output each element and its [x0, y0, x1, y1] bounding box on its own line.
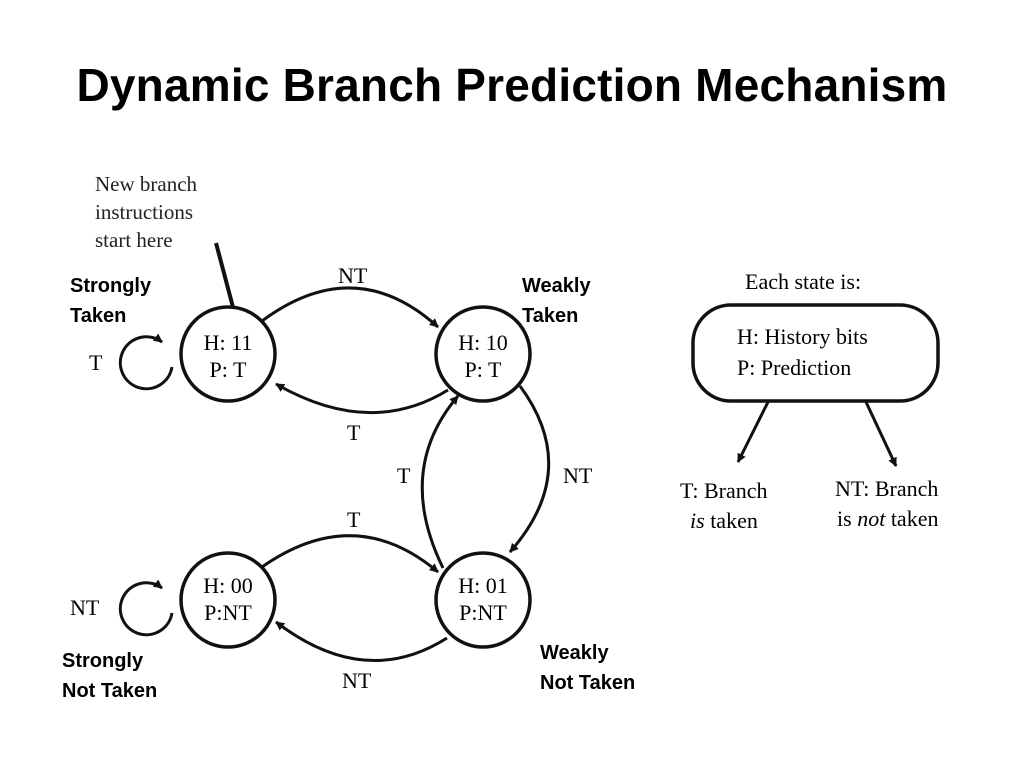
state-prediction: P:NT [459, 600, 507, 625]
arrow-s10-to-s01 [508, 385, 551, 553]
state-s01: H: 01 P:NT [434, 551, 532, 649]
state-circle [179, 305, 277, 403]
label-s01-to-s00: NT [342, 668, 372, 693]
legend-not-taken-line1: NT: Branch [835, 476, 938, 501]
state-s10: H: 10 P: T [434, 305, 532, 403]
state-prediction: P:NT [204, 600, 252, 625]
state-history: H: 00 [203, 573, 253, 598]
legend-not-taken-line2: is not taken [837, 506, 938, 531]
label-weakly-not-taken: Weakly Not Taken [540, 638, 635, 698]
label-strongly-taken: Strongly Taken [70, 271, 151, 331]
transition-labels: NT T NT T T NT T NT [70, 263, 593, 693]
label-line: Not Taken [62, 680, 158, 702]
legend-box [691, 303, 940, 403]
note-line: New branch [95, 172, 198, 196]
label-s11-to-s10: NT [338, 263, 368, 288]
state-s11: H: 11 P: T [179, 305, 277, 403]
legend-box-line: H: History bits [737, 324, 868, 349]
legend-box-line: P: Prediction [737, 355, 851, 380]
legend-arrow-taken [736, 401, 770, 463]
label-line: Strongly [62, 650, 144, 672]
arrow-s00-self [118, 579, 174, 637]
label-line: Strongly [70, 275, 152, 297]
label-s11-self: T [89, 350, 103, 375]
label-s00-self: NT [70, 595, 100, 620]
label-s00-to-s01: T [347, 507, 361, 532]
state-circle [179, 551, 277, 649]
state-s00: H: 00 P:NT [179, 551, 277, 649]
label-line: Taken [70, 305, 127, 327]
arrow-s10-to-s11 [275, 382, 449, 414]
label-s10-to-s11: T [347, 420, 361, 445]
label-strongly-not-taken: Strongly Not Taken [62, 646, 157, 706]
arrow-s00-to-s01 [261, 534, 439, 574]
start-pointer [214, 242, 236, 312]
note-line: start here [95, 228, 173, 252]
arrow-s11-self [118, 333, 174, 391]
state-history: H: 10 [458, 330, 508, 355]
legend-not-taken-em: not [857, 506, 886, 531]
label-s01-to-s10: T [397, 463, 411, 488]
legend-heading: Each state is: [745, 269, 861, 294]
note-line: instructions [95, 200, 193, 224]
legend-taken-line2: is taken [690, 508, 758, 533]
state-history: H: 01 [458, 573, 508, 598]
label-s10-to-s01: NT [563, 463, 593, 488]
arrow-s01-to-s00 [275, 620, 448, 662]
state-circle [434, 305, 532, 403]
label-weakly-taken: Weakly Taken [522, 271, 591, 331]
label-line: Weakly [540, 642, 609, 664]
state-prediction: P: T [210, 357, 247, 382]
label-line: Taken [522, 305, 579, 327]
slide-title: Dynamic Branch Prediction Mechanism [76, 59, 948, 111]
legend-not-taken-pre: is [837, 506, 857, 531]
legend-not-taken-rest: taken [885, 506, 938, 531]
legend-taken-rest: taken [705, 508, 758, 533]
label-line: Not Taken [540, 672, 636, 694]
legend: Each state is: H: History bits P: Predic… [680, 269, 940, 533]
transition-arrows [118, 286, 551, 662]
state-history: H: 11 [204, 330, 253, 355]
label-line: Weakly [522, 275, 591, 297]
legend-arrow-not-taken [864, 401, 898, 467]
legend-taken-em: is [690, 508, 705, 533]
arrow-s01-to-s10 [420, 395, 460, 569]
legend-taken-line1: T: Branch [680, 478, 767, 503]
state-circle [434, 551, 532, 649]
arrow-s11-to-s10 [261, 286, 440, 329]
state-prediction: P: T [465, 357, 502, 382]
start-note: New branch instructions start here [95, 172, 198, 252]
